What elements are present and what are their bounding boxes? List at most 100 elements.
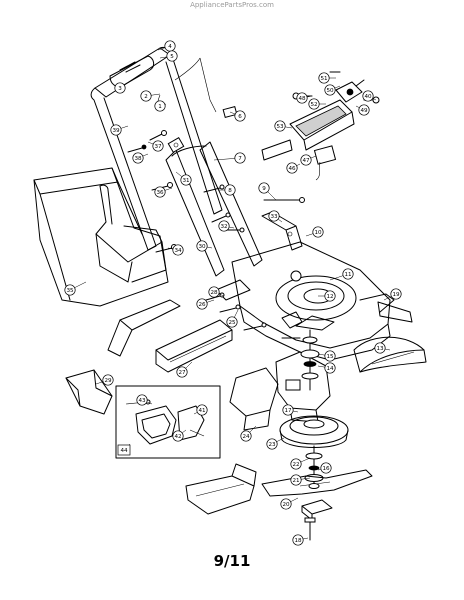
callout-marker	[110, 124, 122, 136]
callout-47: 47	[300, 154, 317, 166]
callout-number: 41	[198, 408, 206, 414]
callout-23: 23	[266, 437, 285, 450]
callout-marker	[166, 50, 178, 62]
callout-number: 21	[292, 478, 300, 484]
callout-marker	[258, 182, 270, 194]
callout-6: 6	[229, 110, 246, 122]
callout-marker	[358, 104, 370, 116]
callout-number: 38	[134, 156, 142, 162]
callout-21: 21	[290, 474, 311, 486]
callout-8: 8	[218, 184, 236, 196]
callout-marker	[290, 474, 302, 486]
callout-marker	[324, 350, 336, 362]
watermark-text: AppliancePartsPros.com	[190, 1, 274, 9]
callout-number: 37	[154, 144, 162, 150]
callout-marker	[324, 362, 336, 374]
callout-number: 43	[138, 398, 146, 404]
callout-marker	[324, 84, 336, 96]
callout-32: 32	[218, 220, 235, 232]
callout-marker	[152, 140, 164, 152]
callout-marker	[290, 458, 302, 470]
callout-29: 29	[95, 374, 114, 386]
lower-handle	[165, 141, 263, 277]
callout-marker	[196, 298, 208, 310]
callout-marker	[390, 288, 402, 300]
callout-44: 44	[117, 443, 131, 456]
callout-42: 42	[172, 429, 187, 442]
callout-marker	[176, 366, 188, 378]
mower-blade	[261, 469, 373, 497]
callout-number: 18	[294, 538, 302, 544]
callout-marker	[114, 82, 126, 94]
callout-number: 29	[104, 378, 112, 384]
callout-number: 36	[156, 190, 164, 196]
callout-number: 3	[118, 86, 122, 92]
handle-bolts-washers	[127, 130, 305, 233]
callout-22: 22	[290, 457, 311, 470]
callout-number: 6	[238, 114, 242, 120]
battery-charger	[313, 145, 337, 181]
ignition-key-switch	[335, 79, 365, 103]
cable-guide	[167, 136, 185, 154]
callout-number: 11	[344, 272, 352, 278]
callout-17: 17	[282, 404, 299, 416]
callout-15: 15	[317, 350, 336, 362]
mulching-blade-deflector	[185, 463, 257, 515]
callout-number: 20	[282, 502, 290, 508]
deck-front-trim	[377, 301, 413, 323]
battery-cover	[261, 139, 293, 161]
callout-51: 51	[318, 72, 336, 84]
callout-number: 4	[168, 44, 172, 50]
callout-number: 17	[284, 408, 292, 414]
drive-belt-cover	[229, 367, 279, 431]
grass-bag-frame	[95, 184, 167, 283]
callout-16: 16	[317, 462, 332, 474]
callout-marker	[117, 444, 131, 456]
callout-marker	[218, 220, 230, 232]
callout-number: 46	[288, 166, 296, 172]
callout-18: 18	[292, 534, 309, 546]
callout-number: 35	[66, 288, 74, 294]
callout-number: 25	[228, 320, 236, 326]
callout-number: 12	[326, 294, 333, 300]
callout-33: 33	[268, 210, 283, 223]
inset-detail-box	[115, 385, 221, 459]
battery-pack	[289, 99, 355, 151]
wheel-height-adjuster	[281, 311, 303, 339]
callout-number: 23	[268, 442, 276, 448]
callout-34: 34	[167, 244, 184, 256]
callout-1: 1	[154, 100, 167, 112]
callout-43: 43	[136, 394, 153, 406]
callout-number: 44	[120, 448, 128, 454]
callout-7: 7	[213, 152, 246, 164]
callout-28: 28	[208, 286, 225, 298]
callout-25: 25	[226, 309, 239, 328]
callout-number: 33	[270, 214, 278, 220]
callout-27: 27	[176, 361, 193, 378]
grass-catcher-bag	[33, 167, 169, 307]
callout-number: 52	[310, 102, 317, 108]
callout-49: 49	[355, 104, 370, 116]
callout-marker	[154, 100, 166, 112]
callout-11: 11	[329, 268, 354, 281]
callout-number: 50	[326, 88, 334, 94]
callout-number: 49	[360, 108, 368, 114]
callout-marker	[268, 210, 280, 222]
callout-31: 31	[175, 171, 192, 186]
callout-marker	[180, 174, 192, 186]
blade-adapter	[301, 499, 333, 521]
drive-control-cable	[157, 57, 217, 113]
callout-marker	[172, 430, 184, 442]
handle-bracket	[261, 211, 303, 251]
callout-4: 4	[157, 40, 176, 52]
rear-baffle	[107, 299, 181, 357]
callout-40: 40	[362, 90, 377, 102]
callout-30: 30	[196, 240, 213, 252]
callout-number: 31	[182, 178, 190, 184]
callout-number: 8	[228, 188, 232, 194]
callout-number: 30	[198, 244, 206, 250]
spindle-shaft-stack	[300, 329, 320, 391]
page-number: 9/11	[213, 552, 251, 570]
callout-number: 27	[178, 370, 186, 376]
